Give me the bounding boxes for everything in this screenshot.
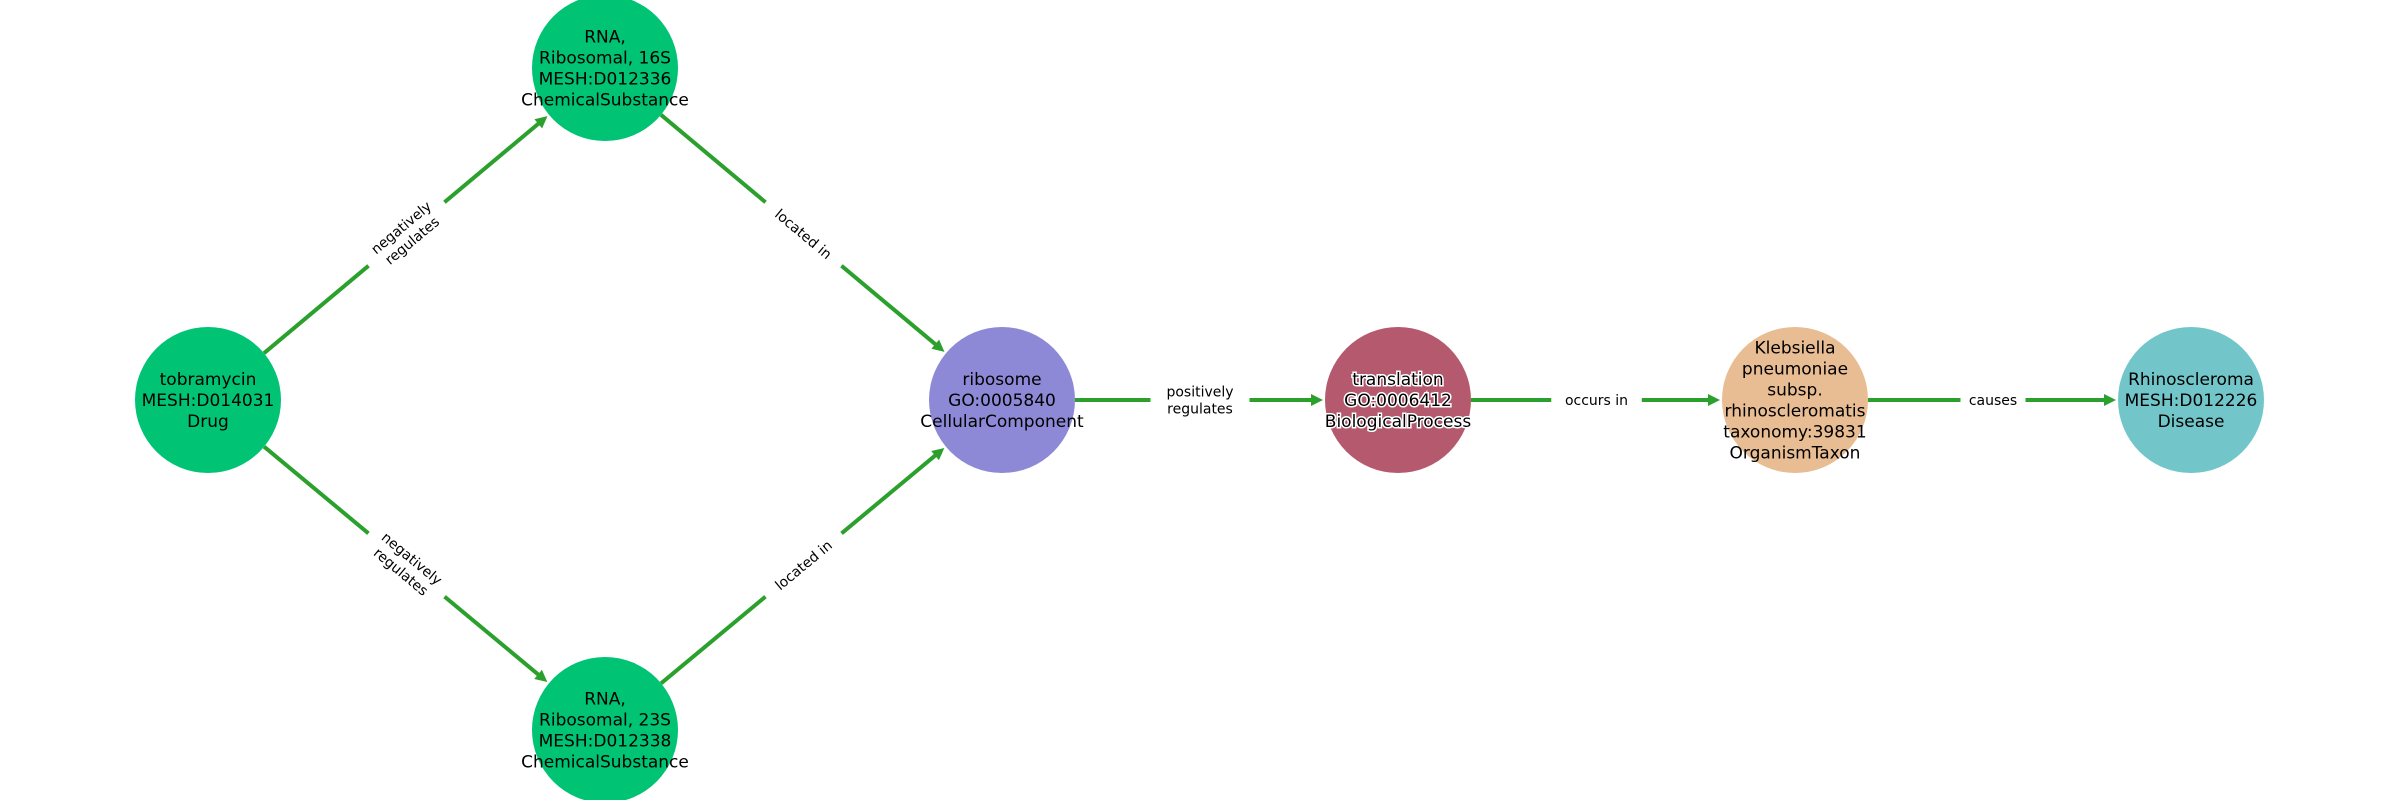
node-label-line: GO:0005840 [948, 391, 1056, 411]
node-label-line: Ribosomal, 16S [539, 49, 671, 69]
node-label-line: MESH:D014031 [142, 391, 275, 411]
node-label-line: tobramycin [160, 370, 257, 390]
edge-label-text: located in [771, 207, 834, 263]
node-label-line: Rhinoscleroma [2128, 370, 2254, 390]
node-label-line: MESH:D012226 [2125, 391, 2258, 411]
node-label-line: MESH:D012336 [539, 70, 672, 90]
node-label-line: Ribosomal, 23S [539, 711, 671, 731]
node-label-line: pneumoniae [1742, 360, 1848, 380]
arrowhead-icon [931, 447, 945, 461]
node-label-line: BiologicalProcess [1325, 412, 1472, 432]
edge-label-text: occurs in [1565, 393, 1628, 409]
edge-label-background [355, 186, 458, 282]
node-label-line: subsp. [1767, 381, 1822, 401]
node-label-line: RNA, [584, 690, 626, 710]
node-label-line: ChemicalSubstance [521, 91, 689, 111]
node-label-line: taxonomy:39831 [1723, 423, 1866, 443]
edge-label-background [1960, 388, 2026, 412]
node-rna16s[interactable]: RNA,Ribosomal, 16SMESH:D012336ChemicalSu… [521, 0, 689, 141]
edge-klebsiella-rhinoscleroma: causes [1868, 388, 2116, 412]
edge-label: located in [758, 193, 849, 275]
edge-label-background [1551, 388, 1642, 412]
edge-label-background [758, 524, 849, 606]
edge-translation-klebsiella: occurs in [1471, 388, 1720, 412]
arrowhead-icon [931, 339, 945, 352]
edge-label-background [355, 517, 458, 613]
node-label-line: RNA, [584, 28, 626, 48]
edge-rna23s-ribosome: located in [659, 447, 945, 685]
arrowhead-icon [2104, 394, 2116, 406]
edge-label-text: positively [1166, 385, 1233, 401]
node-label-line: rhinoscleromatis [1725, 402, 1866, 422]
edge-label: located in [758, 524, 849, 606]
node-label-line: CellularComponent [920, 412, 1084, 432]
edge-label: occurs in [1551, 388, 1642, 412]
edge-label-text: regulates [1167, 402, 1233, 418]
node-label-line: translation [1352, 370, 1443, 390]
node-label-line: MESH:D012338 [539, 732, 672, 752]
node-klebsiella[interactable]: Klebsiellapneumoniaesubsp.rhinoscleromat… [1722, 327, 1868, 473]
node-label-line: ChemicalSubstance [521, 753, 689, 773]
node-label-line: ribosome [962, 370, 1041, 390]
node-circle[interactable] [929, 327, 1075, 473]
node-circle[interactable] [135, 327, 281, 473]
nodes-layer: tobramycinMESH:D014031DrugRNA,Ribosomal,… [135, 0, 2264, 800]
node-circle[interactable] [2118, 327, 2264, 473]
node-label-line: GO:0006412 [1344, 391, 1452, 411]
node-label-line: Drug [187, 412, 229, 432]
edge-label-text: located in [773, 538, 836, 594]
node-label-line: Disease [2158, 412, 2225, 432]
node-circle[interactable] [1722, 327, 1868, 473]
node-label-line: Klebsiella [1754, 339, 1835, 359]
arrowhead-icon [1708, 394, 1720, 406]
node-label-line: OrganismTaxon [1730, 444, 1861, 464]
arrowhead-icon [534, 116, 548, 129]
node-circle[interactable] [532, 657, 678, 800]
arrowhead-icon [534, 669, 548, 683]
edge-label: causes [1960, 388, 2026, 412]
edge-rna16s-ribosome: located in [659, 113, 945, 352]
node-rna23s[interactable]: RNA,Ribosomal, 23SMESH:D012338ChemicalSu… [521, 657, 689, 800]
edge-label-background [758, 193, 849, 275]
node-circle[interactable] [1325, 327, 1471, 473]
node-circle[interactable] [532, 0, 678, 141]
edge-label-text: causes [1969, 393, 2017, 409]
arrowhead-icon [1311, 394, 1323, 406]
edge-label-background [1150, 380, 1250, 420]
